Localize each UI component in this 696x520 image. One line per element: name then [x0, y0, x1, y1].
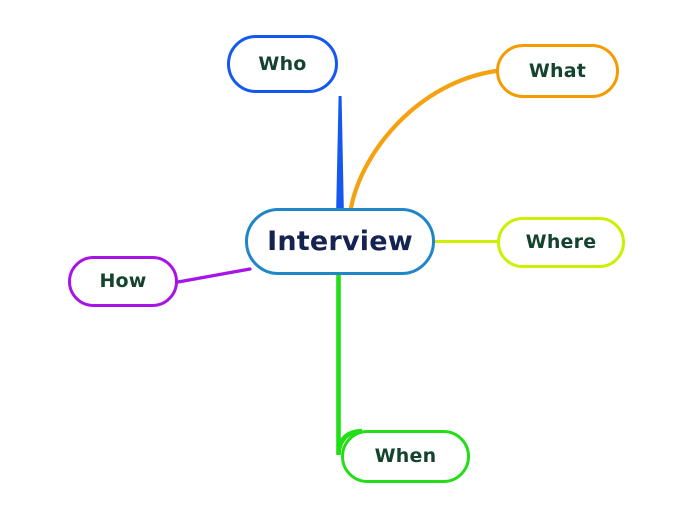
edge-interview-who [336, 96, 344, 208]
node-when[interactable]: When [341, 430, 470, 483]
node-how[interactable]: How [68, 256, 178, 307]
edge-interview-what [348, 68, 499, 211]
edge-interview-how [176, 267, 252, 284]
edge-interview-when [336, 274, 363, 456]
node-when-label: When [374, 445, 437, 467]
node-what-label: What [528, 59, 587, 82]
node-who[interactable]: Who [227, 35, 338, 93]
node-where-label: Where [525, 231, 597, 253]
node-interview[interactable]: Interview [245, 208, 435, 275]
node-what[interactable]: What [496, 44, 619, 98]
node-who-label: Who [258, 52, 307, 75]
node-where[interactable]: Where [497, 217, 625, 268]
node-interview-label: Interview [267, 226, 413, 257]
node-how-label: How [99, 270, 147, 292]
